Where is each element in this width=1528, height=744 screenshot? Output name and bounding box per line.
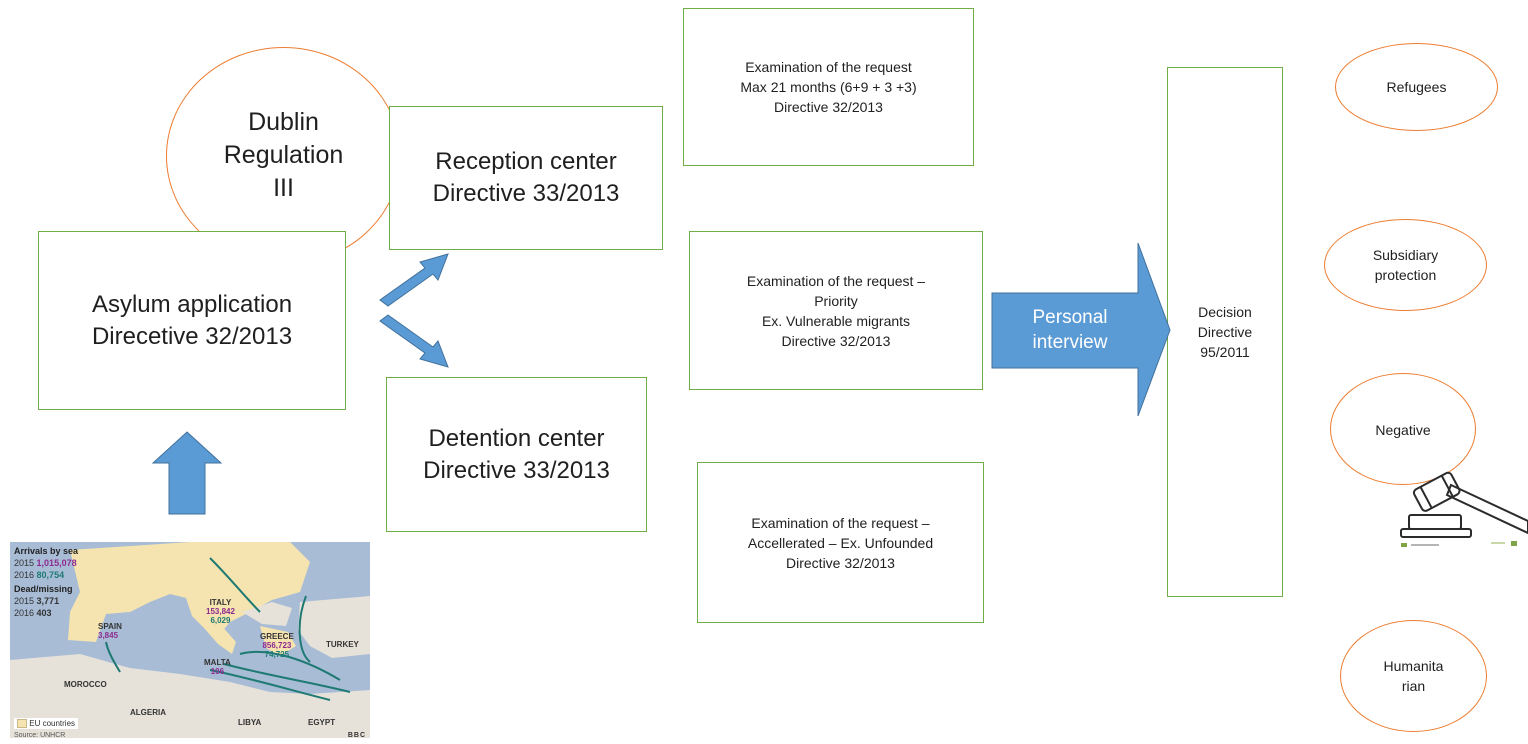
map-label-morocco: MOROCCO [64, 680, 107, 689]
map-legend-eu-swatch [17, 719, 27, 729]
reception-center-box: Reception center Directive 33/2013 [389, 106, 663, 250]
dublin-regulation-ellipse: Dublin Regulation III [166, 47, 401, 265]
map-label-italy-value-2: 6,029 [210, 616, 231, 625]
map-label-malta: MALTA 106 [204, 658, 231, 676]
outcome-humanitarian-label: Humanita rian [1383, 658, 1444, 694]
map-label-greece-name: GREECE [260, 632, 294, 641]
map-legend-sea-2016-value: 80,754 [36, 570, 65, 580]
map-source: Source: UNHCR [14, 732, 66, 739]
map-background [10, 542, 370, 738]
outcome-subsidiary-ellipse: Subsidiary protection [1324, 219, 1487, 311]
map-label-egypt: EGYPT [308, 718, 336, 727]
map-legend-sea-2015-year: 2015 [14, 558, 35, 568]
personal-interview-arrow [991, 242, 1171, 417]
gavel-illustration [1400, 471, 1528, 547]
map-label-italy-name: ITALY [209, 598, 232, 607]
dublin-regulation-label: Dublin Regulation III [223, 108, 344, 202]
arrow-up-to-asylum [151, 431, 223, 515]
outcome-negative-ellipse: Negative [1330, 373, 1476, 485]
personal-interview-label: Personal interview [1032, 307, 1108, 353]
map-brand-logo: BBC [347, 732, 366, 739]
asylum-application-label: Asylum application Direcetive 32/2013 [91, 290, 293, 350]
examination-standard-box: Examination of the request Max 21 months… [683, 8, 974, 166]
decision-box: Decision Directive 95/2011 [1167, 67, 1283, 597]
detention-center-box: Detention center Directive 33/2013 [386, 377, 647, 532]
reception-center-label: Reception center Directive 33/2013 [432, 148, 620, 207]
map-legend-dead-2016-value: 403 [36, 608, 52, 618]
examination-priority-box: Examination of the request – Priority Ex… [689, 231, 983, 390]
outcome-humanitarian-ellipse: Humanita rian [1340, 620, 1487, 732]
map-legend-eu: EU countries [14, 718, 79, 730]
map-label-turkey: TURKEY [326, 640, 359, 649]
asylum-application-box: Asylum application Direcetive 32/2013 [38, 231, 346, 410]
map-legend-dead-title: Dead/missing [14, 584, 73, 594]
map-label-greece-value-1: 856,723 [262, 641, 292, 650]
map-label-algeria: ALGERIA [130, 708, 166, 717]
map-legend-dead-2015-year: 2015 [14, 596, 35, 606]
map-legend-eu-label: EU countries [29, 719, 76, 728]
arrow-to-reception [379, 253, 449, 307]
map-label-italy-value-1: 153,842 [206, 607, 235, 616]
map-legend-dead-2015: 2015 3,771 [14, 596, 59, 606]
map-label-greece-value-2: 74,725 [264, 650, 290, 659]
outcome-refugees-label: Refugees [1386, 79, 1447, 95]
migration-map: Arrivals by sea 2015 1,015,078 2016 80,7… [10, 542, 370, 744]
map-label-libya: LIBYA [238, 718, 262, 727]
map-legend-sea-2016: 2016 80,754 [14, 570, 64, 580]
outcome-refugees-ellipse: Refugees [1335, 43, 1498, 131]
map-legend-dead-2015-value: 3,771 [36, 596, 60, 606]
examination-accelerated-box: Examination of the request – Accellerate… [697, 462, 984, 623]
map-label-spain: SPAIN 3,845 [98, 622, 122, 640]
decision-label: Decision Directive 95/2011 [1197, 304, 1253, 360]
map-label-spain-name: SPAIN [98, 622, 122, 631]
map-label-italy: ITALY 153,842 6,029 [206, 598, 235, 625]
outcome-negative-label: Negative [1375, 422, 1431, 438]
map-legend-dead-2016: 2016 403 [14, 608, 52, 618]
map-label-malta-name: MALTA [204, 658, 231, 667]
map-label-malta-value: 106 [210, 667, 225, 676]
examination-priority-label: Examination of the request – Priority Ex… [746, 272, 926, 349]
map-legend-sea-2015-value: 1,015,078 [36, 558, 77, 568]
arrow-to-detention [379, 314, 449, 368]
examination-standard-label: Examination of the request Max 21 months… [740, 59, 917, 115]
map-label-greece: GREECE 856,723 74,725 [260, 632, 294, 659]
map-legend-sea-2016-year: 2016 [14, 570, 35, 580]
map-legend-dead-2016-year: 2016 [14, 608, 35, 618]
map-label-spain-value: 3,845 [98, 631, 119, 640]
outcome-subsidiary-label: Subsidiary protection [1372, 247, 1439, 283]
map-legend-sea-title: Arrivals by sea [14, 546, 79, 556]
detention-center-label: Detention center Directive 33/2013 [423, 424, 610, 484]
examination-accelerated-label: Examination of the request – Accellerate… [747, 514, 934, 571]
map-legend-sea-2015: 2015 1,015,078 [14, 558, 77, 568]
